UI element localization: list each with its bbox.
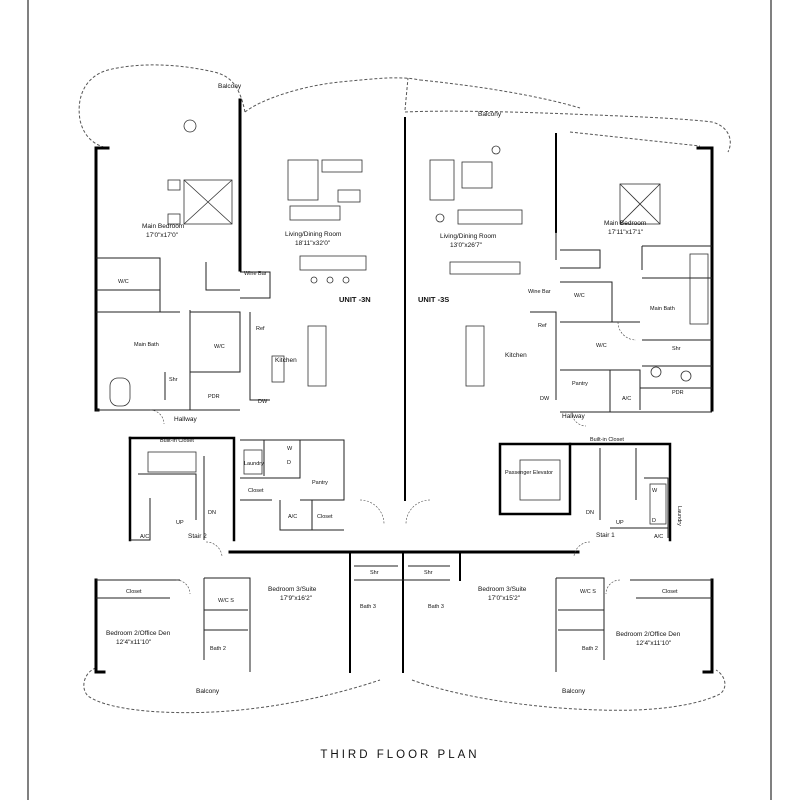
bedroom2-south-label: Bedroom 2/Office Den	[616, 631, 681, 638]
ref-south-label: Ref	[538, 323, 547, 329]
hallway-north-label: Hallway	[174, 416, 198, 423]
wic-north-label-1: W/C	[118, 279, 129, 285]
wic-south-label: W/C	[574, 293, 585, 299]
main-bedroom-south-label: Main Bedroom	[604, 220, 646, 227]
furniture-north	[109, 119, 367, 475]
ref-north-label: Ref	[256, 326, 265, 332]
ac-south-label-1: A/C	[622, 396, 631, 402]
dryer-north-label: D	[287, 460, 291, 466]
unit-labels: UNIT -3N UNIT -3S	[339, 295, 449, 304]
balcony-label-bottom-left: Balcony	[196, 688, 220, 695]
bath2-south-label: Bath 2	[582, 646, 598, 652]
bedroom3-south-label: Bedroom 3/Suite	[478, 586, 527, 593]
bedroom2-south-dim: 12'4"x11'10"	[636, 640, 672, 647]
wine-bar-south-label: Wine Bar	[528, 289, 551, 295]
washer-north-label: W	[287, 446, 293, 452]
closet-bedroom2-south-label: Closet	[662, 589, 678, 595]
stair-1-label: Stair 1	[596, 532, 615, 539]
balcony-label-top-left: Balcony	[218, 83, 242, 90]
pantry-south-label: Pantry	[572, 381, 588, 387]
bedroom-walls	[96, 565, 712, 672]
shr-north-label: Shr	[169, 377, 178, 383]
living-south-label: Living/Dining Room	[440, 233, 496, 240]
up-north-label: UP	[176, 520, 184, 526]
main-bedroom-north-label: Main Bedroom	[142, 223, 184, 230]
furniture-south	[429, 145, 709, 525]
bedroom3-north-dim: 17'9"x16'2"	[280, 595, 313, 602]
bath3-south-label: Bath 3	[428, 604, 444, 610]
ac-north-label-1: A/C	[288, 514, 297, 520]
living-north-dim: 18'11"x32'0"	[295, 240, 331, 247]
main-bath-north-label: Main Bath	[134, 342, 159, 348]
bedroom2-north-label: Bedroom 2/Office Den	[106, 630, 171, 637]
passenger-elevator-label: Passenger Elevator	[505, 470, 553, 476]
ac-south-label-2: A/C	[654, 534, 663, 540]
main-bedroom-north-dim: 17'0"x17'0"	[146, 232, 179, 239]
built-in-closet-north-label: Built-in Closet	[160, 438, 194, 444]
exterior-walls	[94, 98, 714, 674]
plan-caption: THIRD FLOOR PLAN	[320, 749, 480, 761]
pdr-south-label: PDR	[672, 390, 684, 396]
living-north-label: Living/Dining Room	[285, 231, 341, 238]
dw-north-label: DW	[258, 399, 268, 405]
closet-north-label-1: Closet	[248, 488, 264, 494]
wc-south-label: W/C	[596, 343, 607, 349]
main-bath-south-label: Main Bath	[650, 306, 675, 312]
unit-north-walls	[96, 257, 345, 542]
bedroom3-north-label: Bedroom 3/Suite	[268, 586, 317, 593]
up-south-label: UP	[616, 520, 624, 526]
room-labels-bedrooms: Closet W/C S Bedroom 2/Office Den 12'4"x…	[106, 570, 681, 695]
main-bedroom-south-dim: 17'11"x17'1"	[608, 229, 644, 236]
room-labels-south: Living/Dining Room 13'0"x26'7" Main Bedr…	[440, 220, 684, 540]
balcony-bottom-outline	[83, 667, 726, 714]
bath3-north-label: Bath 3	[360, 604, 376, 610]
wic-north-label-2: W/C	[214, 344, 225, 350]
balcony-label-bottom-right: Balcony	[562, 688, 586, 695]
wic-bedroom3-north-label: W/C S	[218, 598, 234, 604]
room-labels-north: Balcony Balcony Main Bedroom 17'0"x17'0"…	[118, 83, 502, 540]
closet-bedroom2-north-label: Closet	[126, 589, 142, 595]
balcony-top-outline	[78, 64, 731, 153]
closet-north-label-2: Closet	[317, 514, 333, 520]
kitchen-north-label: Kitchen	[275, 357, 297, 364]
dw-south-label: DW	[540, 396, 550, 402]
bedroom2-north-dim: 12'4"x11'10"	[116, 639, 152, 646]
bedroom3-south-dim: 17'0"x15'2"	[488, 595, 521, 602]
bath2-north-label: Bath 2	[210, 646, 226, 652]
dn-north-label: DN	[208, 510, 216, 516]
balcony-label-top-right: Balcony	[478, 111, 502, 118]
unit-north-label: UNIT -3N	[339, 295, 371, 304]
ac-north-label-2: A/C	[140, 534, 149, 540]
shr-bath3-north-label: Shr	[370, 570, 379, 576]
stair-2-label: Stair 2	[188, 533, 207, 540]
dryer-south-label: D	[652, 518, 656, 524]
living-south-dim: 13'0"x26'7"	[450, 242, 483, 249]
wine-bar-north-label: Wine Bar	[244, 271, 267, 277]
shr-south-label: Shr	[672, 346, 681, 352]
dn-south-label: DN	[586, 510, 594, 516]
laundry-south-label: Laundry	[676, 506, 682, 526]
door-swings	[149, 321, 637, 595]
unit-south-walls	[498, 232, 712, 542]
laundry-north-label: Laundry	[244, 461, 264, 467]
pdr-north-label: PDR	[208, 394, 220, 400]
pantry-north-label: Pantry	[312, 480, 328, 486]
kitchen-south-label: Kitchen	[505, 352, 527, 359]
washer-south-label: W	[652, 488, 658, 494]
wic-bedroom3-south-label: W/C S	[580, 589, 596, 595]
unit-south-label: UNIT -3S	[418, 295, 449, 304]
hallway-south-label: Hallway	[562, 413, 586, 420]
shr-bath3-south-label: Shr	[424, 570, 433, 576]
built-in-closet-south-label: Built-in Closet	[590, 437, 624, 443]
